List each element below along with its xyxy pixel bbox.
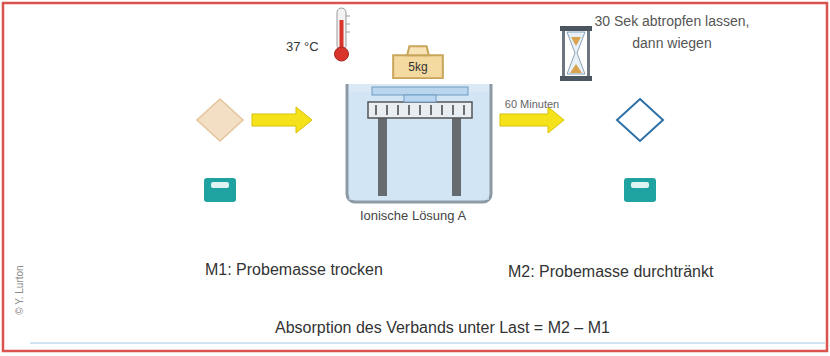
- rack-tooth: [386, 105, 388, 115]
- wet-sample: [617, 99, 663, 141]
- rack-tooth: [408, 105, 410, 115]
- sample-in-bath: [404, 95, 436, 102]
- flow-arrow: [252, 107, 312, 133]
- formula-label: Absorption des Verbands unter Last = M2 …: [275, 315, 610, 341]
- rack-tooth: [463, 105, 465, 115]
- dry-sample: [197, 99, 243, 141]
- solution-label: Ionische Lösung A: [360, 206, 466, 227]
- instruction-note: 30 Sek abtropfen lassen, dann wiegen: [592, 10, 752, 55]
- footer-line: [30, 342, 825, 344]
- weight-block: 5kg: [391, 45, 445, 79]
- scale-icon: [204, 178, 236, 202]
- frame: [3, 3, 827, 351]
- duration-label: 60 Minuten: [505, 96, 559, 114]
- rack-tooth: [430, 105, 432, 115]
- scale-icon: [624, 178, 656, 202]
- press-plate: [372, 87, 468, 95]
- copyright-watermark: © Y. Lurton: [12, 265, 28, 314]
- rack-tooth: [452, 105, 454, 115]
- mass-label: M2: Probemasse durchtränkt: [508, 259, 713, 285]
- rack-tooth: [375, 105, 377, 115]
- flow-arrow: [500, 107, 564, 133]
- rack-tooth: [397, 105, 399, 115]
- rack-tooth: [419, 105, 421, 115]
- weight-label: 5kg: [391, 60, 445, 74]
- temperature-label: 37 °C: [286, 37, 319, 58]
- hourglass: [560, 26, 592, 81]
- bath: [347, 84, 491, 202]
- thermometer: [335, 8, 351, 61]
- sample-rack: [376, 105, 464, 115]
- rack-tooth: [441, 105, 443, 115]
- mass-label: M1: Probemasse trocken: [205, 257, 383, 283]
